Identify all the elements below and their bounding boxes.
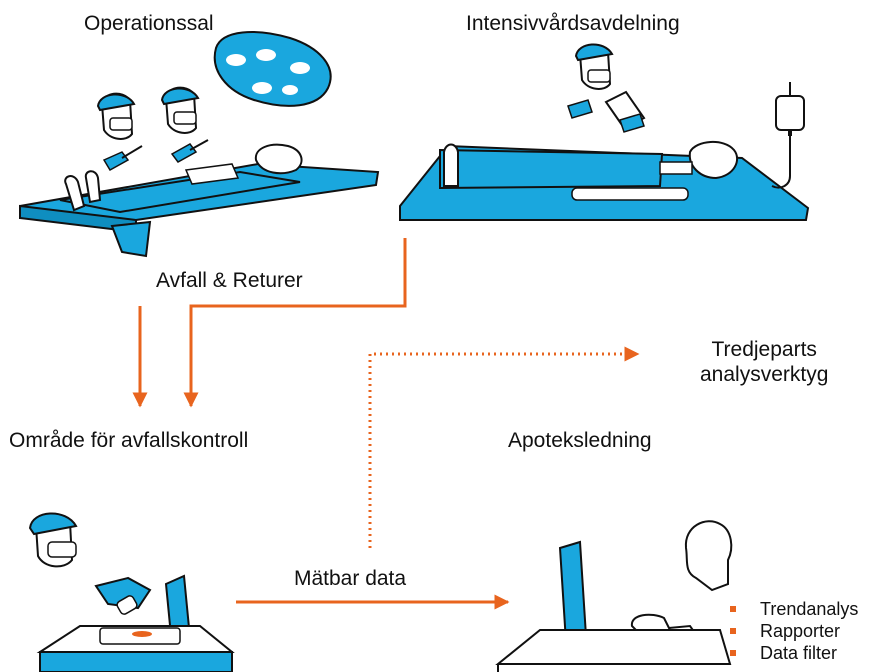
- label-icu: Intensivvårdsavdelning: [466, 12, 680, 35]
- patient-icon: [64, 143, 303, 212]
- pharmacy-feature-list: Trendanalys Rapporter Data filter: [730, 598, 858, 664]
- list-item: Data filter: [730, 642, 858, 664]
- label-waste-returns: Avfall & Returer: [156, 269, 303, 292]
- label-measurable-data: Mätbar data: [294, 567, 407, 590]
- label-operating-room: Operationssal: [84, 12, 214, 35]
- pharmacist-head-icon: [684, 520, 733, 592]
- label-waste-control-area: Område för avfallskontroll: [9, 429, 249, 452]
- surgeon-icon: [160, 86, 209, 163]
- label-third-party-line1: Tredjeparts: [711, 338, 817, 361]
- nurse-icon: [28, 512, 78, 568]
- label-pharmacy-management: Apoteksledning: [508, 429, 652, 452]
- pharmacy-desk: [495, 629, 732, 672]
- list-item-label: Rapporter: [760, 621, 841, 641]
- bullet-icon: [730, 606, 736, 612]
- list-item: Trendanalys: [730, 598, 858, 620]
- nurse-icon: [567, 43, 646, 133]
- surgeon-icon: [96, 92, 143, 172]
- waste-flow-arrow-icu: [183, 238, 407, 408]
- patient-icon: [659, 141, 739, 180]
- list-item-label: Data filter: [760, 643, 838, 663]
- iv-drip-icon: [771, 82, 805, 189]
- bullet-icon: [730, 650, 736, 656]
- bullet-icon: [730, 628, 736, 634]
- list-item: Rapporter: [730, 620, 858, 642]
- operating-table-icon: [19, 162, 380, 258]
- scanner-icon: [94, 576, 152, 615]
- label-third-party-line2: analysverktyg: [700, 363, 829, 387]
- waste-control-desk: [36, 625, 235, 672]
- hospital-bed-icon: [399, 143, 810, 221]
- label-third-party-tools: Tredjeparts analysverktyg: [700, 337, 828, 387]
- surgical-lamp-icon: [213, 31, 332, 107]
- list-item-label: Trendanalys: [760, 599, 859, 619]
- third-party-dotted-arrow: [368, 346, 640, 548]
